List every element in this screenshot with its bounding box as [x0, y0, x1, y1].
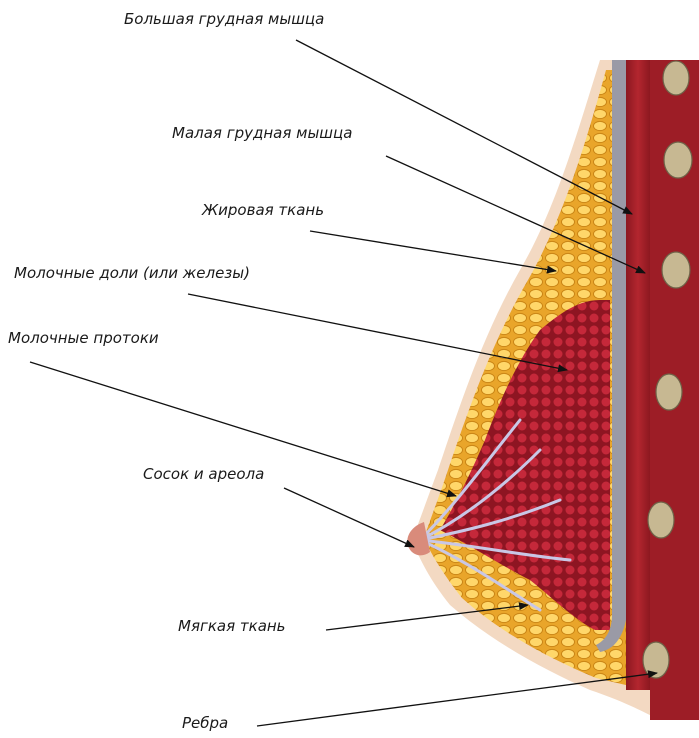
label-fat-tissue: Жировая ткань	[202, 201, 324, 219]
label-nipple-areola: Сосок и ареола	[143, 465, 264, 483]
label-ducts: Молочные протоки	[8, 329, 159, 347]
label-ribs: Ребра	[182, 714, 228, 732]
label-pectoralis-major: Большая грудная мышца	[124, 10, 324, 28]
label-soft-tissue: Мягкая ткань	[178, 617, 286, 635]
label-lobes: Молочные доли (или железы)	[14, 264, 250, 282]
label-pectoralis-minor: Малая грудная мышца	[172, 124, 352, 142]
pectoralis-major	[626, 60, 650, 690]
